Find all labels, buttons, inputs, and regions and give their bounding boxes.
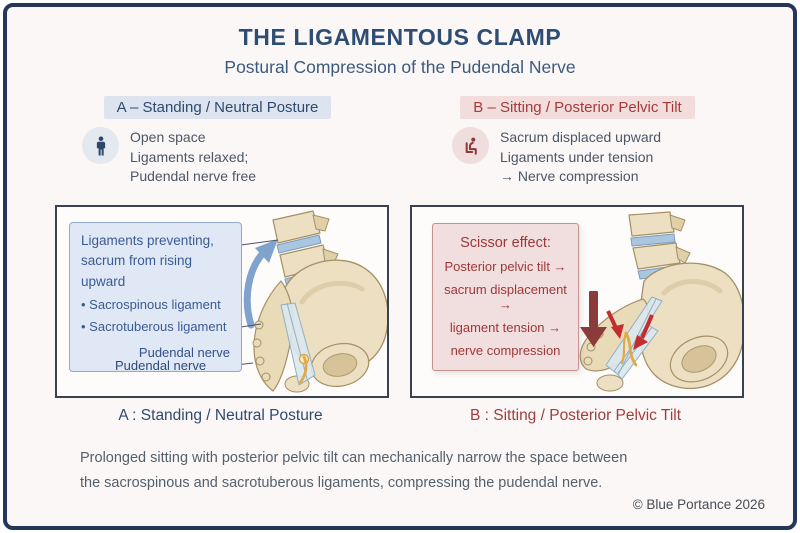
desc-b-line2: Ligaments under tension: [500, 148, 654, 165]
downward-arrow-icon: [580, 291, 607, 347]
panel-sitting: Scissor effect: Posterior pelvic tilt → …: [410, 205, 744, 398]
compression-arrow-icon: [606, 310, 654, 350]
callout-sitting: Scissor effect: Posterior pelvic tilt → …: [432, 223, 579, 371]
callout-b-step1: Posterior pelvic tilt →: [444, 259, 567, 274]
callout-a-line2: sacrum from rising upward: [81, 253, 193, 289]
copyright-notice: © Blue Portance 2026: [632, 497, 765, 512]
desc-a-line3: Pudendal nerve free: [130, 168, 257, 185]
badge-standing: A – Standing / Neutral Posture: [103, 96, 332, 119]
callout-standing: Ligaments preventing, sacrum from rising…: [69, 222, 242, 373]
description-standing: Open space Ligaments relaxed; Pudendal n…: [82, 127, 256, 187]
page-subtitle: Postural Compression of the Pudendal Ner…: [224, 57, 576, 77]
upward-arrow-icon: [243, 239, 278, 329]
pudendal-nerve-shape: [298, 353, 310, 385]
badge-wrap-b: B – Sitting / Posterior Pelvic Tilt: [410, 96, 745, 119]
footer-line2: the sacrospinous and sacrotuberous ligam…: [80, 475, 603, 491]
callout-a-line1: Ligaments preventing,: [81, 233, 214, 248]
desc-a-line2: Ligaments relaxed;: [130, 148, 249, 165]
sacrum-shape: [252, 280, 294, 392]
callout-b-step2: sacrum displacement →: [444, 282, 567, 312]
callout-a-bullet2: • Sacrotuberous ligament: [81, 319, 227, 335]
standing-person-icon: [82, 127, 119, 164]
callout-a-bullet1: • Sacrospinous ligament: [81, 296, 221, 312]
description-standing-text: Open space Ligaments relaxed; Pudendal n…: [130, 127, 256, 187]
desc-b-line3: → Nerve compression: [500, 168, 639, 185]
pelvis-illustration-sitting: [579, 211, 742, 392]
footer-summary: Prolonged sitting with posterior pelvic …: [80, 446, 627, 496]
caption-sitting: B : Sitting / Posterior Pelvic Tilt: [469, 407, 682, 424]
footer-line1: Prolonged sitting with posterior pelvic …: [80, 450, 628, 466]
description-sitting: Sacrum displaced upward Ligaments under …: [452, 127, 661, 187]
callout-b-step3: ligament tension →: [449, 320, 562, 335]
callout-b-title: Scissor effect:: [460, 235, 551, 251]
caption-standing: A : Standing / Neutral Posture: [118, 407, 323, 424]
callout-a-nerve-label: Pudendal nerve: [138, 344, 230, 360]
badge-wrap-a: A – Standing / Neutral Posture: [50, 96, 385, 119]
sitting-person-icon: [452, 127, 489, 164]
page-title: THE LIGAMENTOUS CLAMP: [238, 24, 562, 50]
panel-standing: Ligaments preventing, sacrum from rising…: [55, 205, 389, 398]
description-sitting-text: Sacrum displaced upward Ligaments under …: [500, 127, 661, 187]
desc-b-line1: Sacrum displaced upward: [500, 129, 662, 145]
desc-a-line1: Open space: [130, 129, 206, 145]
pudendal-nerve-label: Pudendal nerve: [115, 358, 207, 373]
badge-sitting: B – Sitting / Posterior Pelvic Tilt: [460, 96, 695, 119]
pudendal-nerve-shape: [620, 331, 638, 367]
lumbar-vertebrae: [628, 211, 691, 280]
callout-b-step4: nerve compression: [450, 343, 561, 358]
pelvis-illustration-standing: [218, 210, 387, 393]
ischium-pubis-shape: [596, 335, 729, 392]
